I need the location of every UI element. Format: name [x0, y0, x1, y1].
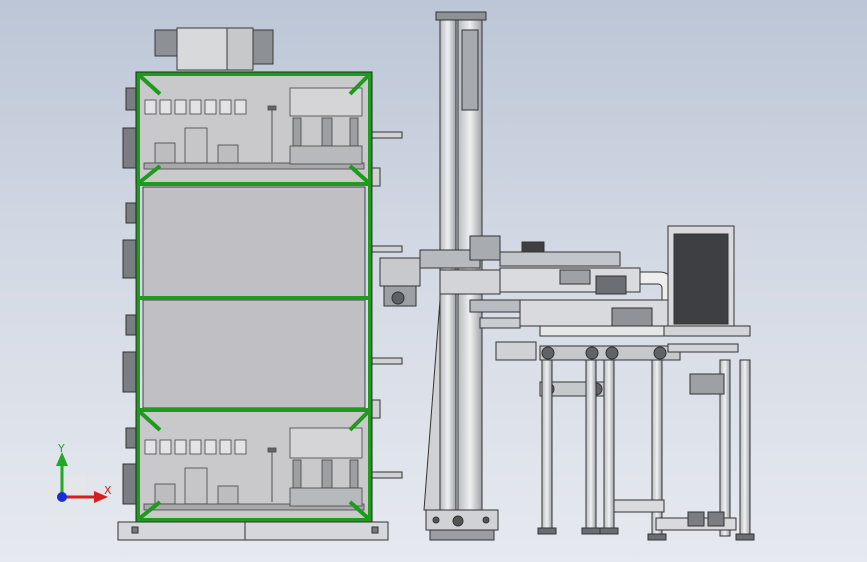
top-exhaust-fan — [154, 27, 274, 71]
y-axis-arrow-icon — [56, 452, 68, 466]
cabinet-base — [117, 521, 389, 541]
cabinet-side-ports — [122, 87, 137, 505]
transfer-arm — [379, 235, 675, 329]
y-axis-label: Y — [57, 442, 65, 455]
coordinate-triad: Y X — [56, 442, 112, 503]
cabinet-right-brackets — [371, 131, 403, 479]
main-beam — [519, 299, 741, 337]
top-compartment-components — [143, 87, 365, 170]
support-stand — [495, 325, 755, 541]
x-axis-label: X — [104, 484, 112, 497]
x-axis-arrow-icon — [94, 491, 108, 503]
bottom-compartment-components — [143, 427, 365, 511]
z-axis-icon — [57, 492, 67, 502]
monitor-panel — [667, 225, 735, 331]
cabinet-green-frame — [136, 72, 372, 522]
